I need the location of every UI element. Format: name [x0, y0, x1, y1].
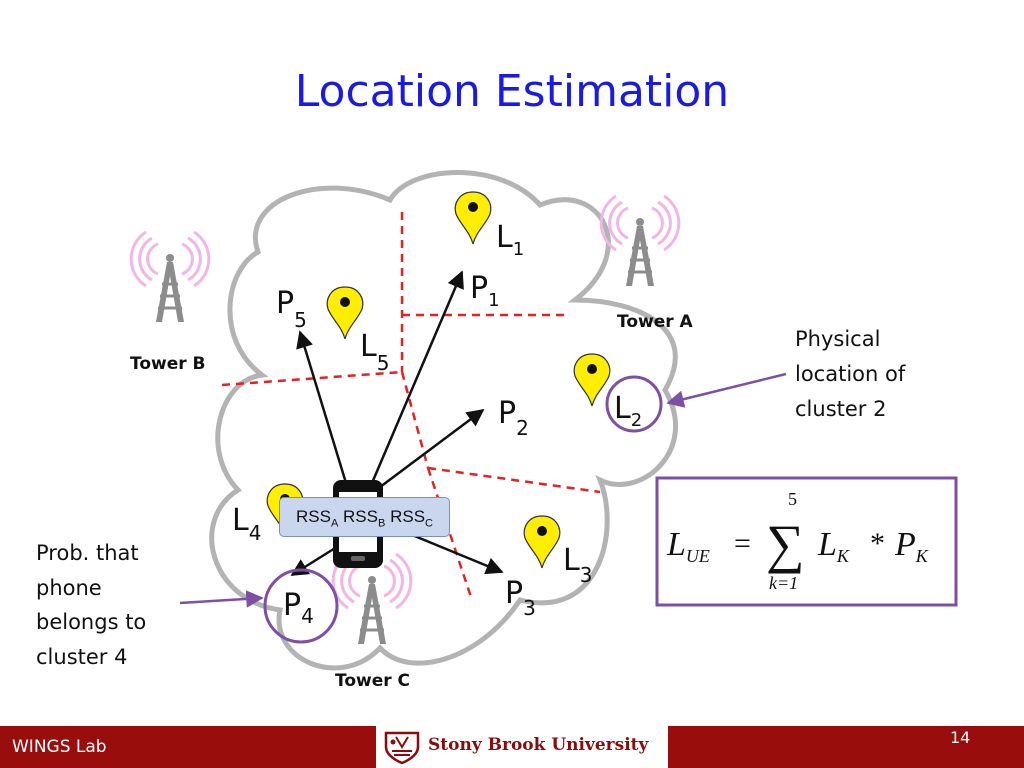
label-l2: L2 — [614, 391, 642, 431]
label-l1: L1 — [496, 220, 524, 260]
note-physical-location: Physical location of cluster 2 — [795, 327, 906, 421]
svg-text:Physical: Physical — [795, 327, 880, 351]
label-p1: P1 — [470, 271, 500, 311]
probability-arrows — [290, 270, 504, 577]
formula-term1: LK — [817, 526, 850, 566]
label-p2: P2 — [498, 396, 529, 440]
svg-text:belongs to: belongs to — [36, 610, 146, 634]
tower-a-label: Tower A — [617, 312, 694, 332]
label-l3: L3 — [563, 543, 592, 587]
label-p5: P5 — [276, 286, 307, 332]
tower-b — [129, 230, 211, 324]
highlight-cluster-2 — [605, 375, 663, 433]
pointer-cluster-4 — [179, 590, 264, 608]
formula-lhs: LUE — [666, 526, 710, 566]
formula-box: LUE = 5 ∑ k=1 LK * PK — [655, 476, 958, 607]
label-p3: P3 — [505, 576, 536, 620]
note-probability: Prob. that phone belongs to cluster 4 — [36, 541, 146, 669]
svg-text:cluster 4: cluster 4 — [36, 645, 127, 669]
coverage-cloud — [209, 170, 679, 671]
cluster-partitions — [221, 212, 601, 601]
label-p4: P4 — [283, 588, 314, 628]
svg-text:location of: location of — [795, 362, 906, 386]
label-l4: L4 — [232, 503, 261, 545]
university-shield-icon — [384, 731, 420, 765]
footer-university-logo: Stony Brook University — [376, 726, 668, 768]
slide-title: Location Estimation — [294, 66, 730, 117]
page-number: 14 — [950, 728, 971, 747]
rss-readings-box: RSSA RSSB RSSC — [279, 497, 450, 537]
formula-operator: * — [870, 527, 885, 560]
pointer-cluster-2 — [666, 372, 787, 408]
sigma-icon: ∑ — [766, 514, 805, 574]
footer-bar: WINGS Lab Stony Brook University 14 — [0, 726, 1024, 768]
svg-text:Prob. that: Prob. that — [36, 541, 139, 565]
tower-c-label: Tower C — [335, 671, 410, 691]
footer-lab-name: WINGS Lab — [12, 737, 107, 757]
tower-a — [599, 194, 681, 288]
label-l5: L5 — [360, 329, 389, 375]
formula-sum-upper: 5 — [788, 489, 797, 509]
svg-text:cluster 2: cluster 2 — [795, 397, 886, 421]
formula-equals: = — [734, 527, 751, 560]
tower-b-label: Tower B — [130, 354, 206, 374]
formula-sum-lower: k=1 — [769, 573, 798, 593]
footer-university-name: Stony Brook University — [428, 735, 649, 755]
highlight-cluster-4 — [263, 568, 339, 644]
cluster-diagram: Tower A Tower B Tower C L1 L2 L3 L4 L5 P… — [36, 170, 958, 691]
formula-term2: PK — [894, 526, 929, 566]
svg-text:phone: phone — [36, 576, 102, 600]
